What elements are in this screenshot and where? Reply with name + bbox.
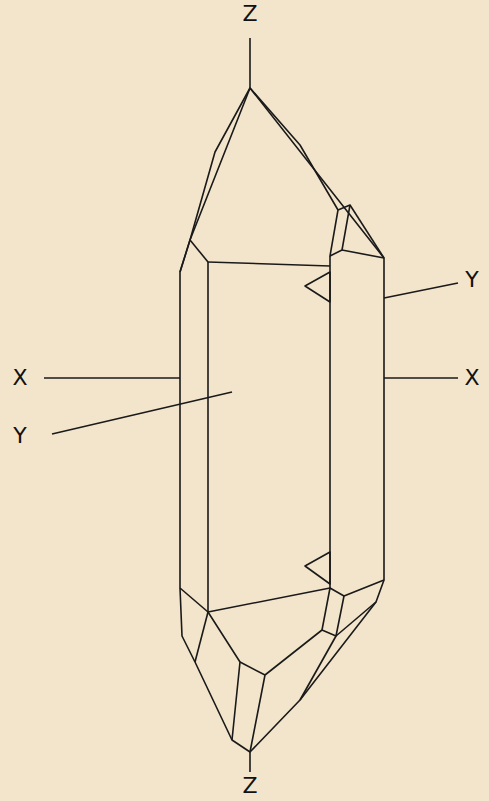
axis-label: Z xyxy=(242,3,257,25)
axis-label: Z xyxy=(242,775,257,797)
crystal-outline xyxy=(180,88,384,752)
axis-label: Y xyxy=(13,425,26,447)
axis-label: X xyxy=(464,367,479,389)
axis-lines xyxy=(44,38,458,772)
axis-label: Y xyxy=(465,269,478,291)
axis-label: X xyxy=(12,367,27,389)
